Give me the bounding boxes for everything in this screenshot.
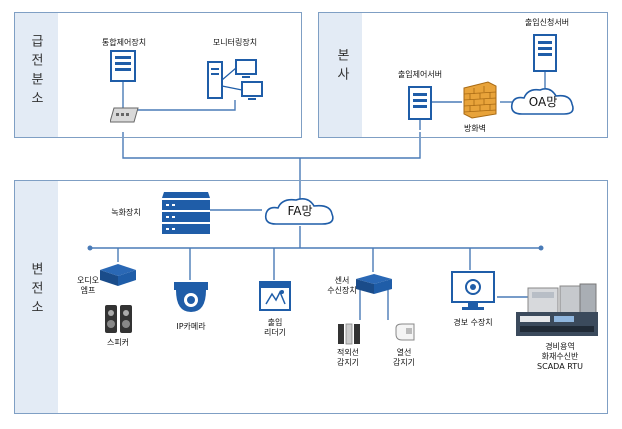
ip-camera-label: IP카메라	[176, 322, 206, 331]
hq-panel	[318, 12, 608, 138]
scada-group-label: 경비용역 화재수신반 SCADA RTU	[537, 342, 583, 371]
sensor-receiver-label: 센서 수신장치	[327, 276, 357, 295]
speaker-label: 스피커	[106, 338, 130, 347]
monitoring-label: 모니터링장치	[212, 38, 258, 47]
server-icon	[110, 50, 136, 82]
integrated-controller-label: 통합제어장치	[101, 38, 147, 47]
access-control-server-label: 출입제어서버	[397, 70, 443, 79]
hq-label: 본사	[334, 48, 349, 86]
recorder-label: 녹화장치	[111, 208, 141, 217]
switch-hub-icon	[110, 107, 139, 123]
audio-amp-icon	[100, 264, 136, 286]
oa-network-label: OA망	[528, 95, 558, 109]
access-reader-label: 출입 리더기	[263, 318, 287, 337]
fa-network-label: FA망	[287, 204, 313, 218]
access-reader-icon	[259, 281, 291, 311]
ip-camera-icon	[174, 282, 208, 312]
substation-label: 변전소	[28, 262, 43, 319]
server-icon	[533, 34, 557, 72]
scada-equipment-icon	[516, 283, 598, 336]
server-icon	[408, 86, 432, 120]
firewall-icon	[463, 81, 497, 119]
access-approval-server-label: 출입신청서버	[524, 18, 570, 27]
recorder-rack-icon	[162, 192, 210, 234]
oa-network-cloud-icon	[510, 88, 574, 115]
alarm-device-label: 경보 수장치	[453, 318, 493, 327]
heat-detector-label: 열선 감지기	[392, 348, 416, 367]
heat-detector-icon	[395, 323, 415, 341]
speaker-icon	[105, 305, 132, 333]
alarm-monitor-icon	[451, 271, 495, 310]
infrared-detector-label: 적외선 감지기	[336, 348, 360, 367]
sensor-receiver-icon	[356, 274, 392, 294]
supply-station-side-bar	[14, 12, 58, 138]
infrared-detector-icon	[338, 323, 360, 345]
substation-panel	[14, 180, 608, 414]
audio-amp-label: 오디오 엠프	[76, 276, 100, 295]
hq-side-bar	[318, 12, 362, 138]
substation-side-bar	[14, 180, 58, 414]
firewall-label: 방화벽	[463, 124, 487, 133]
supply-station-label: 급전분소	[28, 34, 43, 110]
supply-station-panel	[14, 12, 302, 138]
monitoring-workstation-icon	[207, 59, 263, 100]
fa-network-cloud-icon	[264, 198, 334, 225]
